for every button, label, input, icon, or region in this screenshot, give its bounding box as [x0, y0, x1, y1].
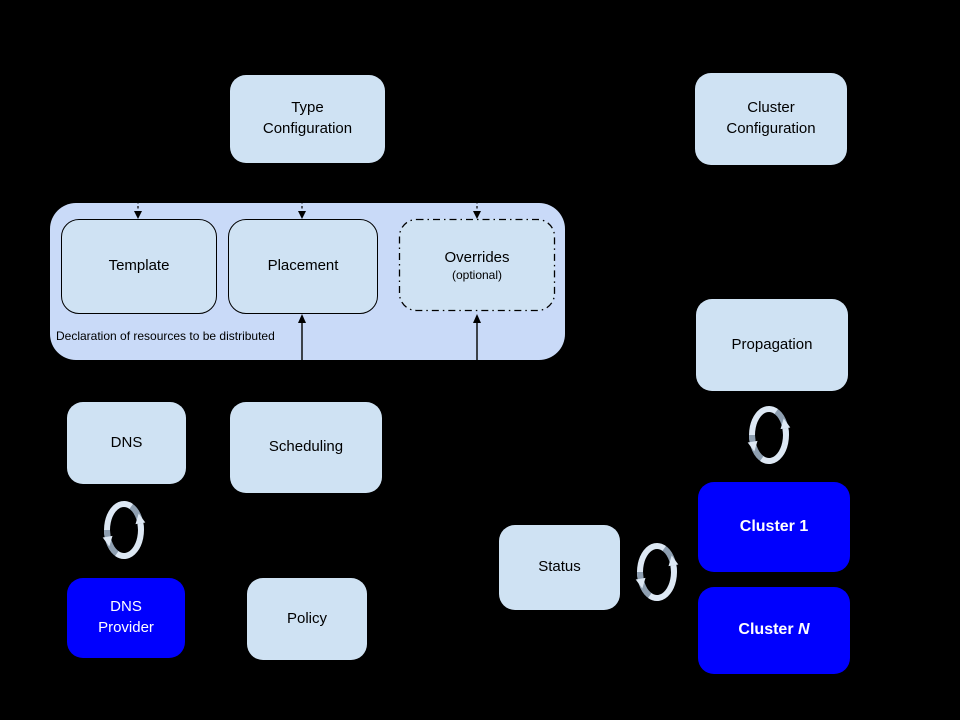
node-propagation: Propagation: [696, 299, 848, 391]
sync-cycle-icon: [98, 494, 150, 566]
node-label: Cluster Configuration: [726, 99, 816, 137]
node-label: DNS: [110, 433, 143, 451]
node-label: Cluster 1: [739, 517, 809, 535]
node-dns-provider: DNS Provider: [67, 578, 185, 658]
node-label: Placement: [267, 257, 339, 275]
node-status: Status: [499, 525, 620, 610]
node-scheduling: Scheduling: [230, 402, 382, 493]
node-label: DNS Provider: [98, 598, 154, 636]
node-placement: Placement: [228, 219, 378, 314]
node-label: Cluster N: [738, 621, 810, 639]
node-label: Propagation: [731, 335, 813, 353]
node-label: Status: [538, 558, 581, 576]
sync-cycle-icon: [743, 399, 795, 471]
node-type-configuration: Type Configuration: [230, 75, 385, 163]
node-label: Policy: [286, 609, 327, 627]
node-label: Overrides(optional): [444, 249, 510, 282]
node-cluster-1: Cluster 1: [698, 482, 850, 572]
node-template: Template: [61, 219, 217, 314]
declaration-caption: Declaration of resources to be distribut…: [56, 329, 275, 343]
node-label: Template: [108, 257, 170, 275]
node-label: Type Configuration: [262, 99, 353, 137]
sync-cycle-icon: [631, 536, 683, 608]
cluster-n-italic: N: [798, 621, 810, 639]
node-overrides: Overrides(optional): [399, 219, 555, 311]
node-cluster-n: Cluster N: [698, 587, 850, 674]
node-sublabel: (optional): [451, 267, 503, 282]
node-cluster-configuration: Cluster Configuration: [695, 73, 847, 165]
node-label: Scheduling: [268, 438, 344, 456]
node-policy: Policy: [247, 578, 367, 660]
node-dns: DNS: [67, 402, 186, 484]
